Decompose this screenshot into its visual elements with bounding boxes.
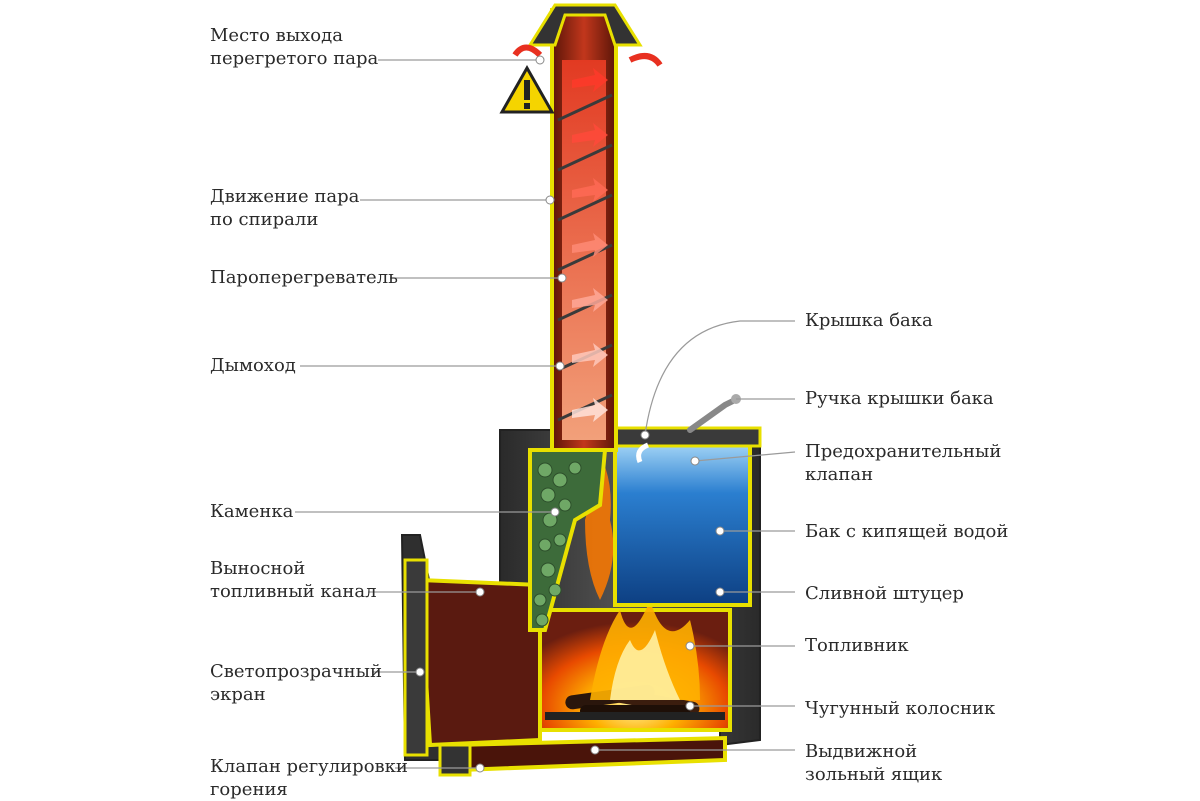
label-tank-lid: Крышка бака xyxy=(805,310,933,331)
boiling-water-tank xyxy=(613,443,752,607)
label-fuel-channel: Выносной топливный канал xyxy=(210,558,377,602)
label-transparent-screen: Светопрозрачный экран xyxy=(210,661,383,705)
stones xyxy=(533,461,582,627)
fuel-channel-inner xyxy=(417,577,542,748)
tank-lid xyxy=(608,426,762,448)
transparent-screen xyxy=(403,558,429,757)
flames xyxy=(585,440,700,700)
leader-dots xyxy=(415,55,725,773)
label-spiral-steam: Движение пара по спирали xyxy=(210,186,360,230)
leader-lines xyxy=(295,59,796,769)
label-drain-fitting: Сливной штуцер xyxy=(805,583,964,604)
label-combustion-valve: Клапан регулировки горения xyxy=(210,756,408,800)
warning-icon xyxy=(499,64,555,114)
steam-exit-arrow-left xyxy=(512,44,543,58)
label-ash-drawer: Выдвижной зольный ящик xyxy=(805,741,943,785)
label-lid-handle: Ручка крышки бака xyxy=(805,388,994,409)
cast-iron-grate xyxy=(545,712,725,720)
chimney-cap xyxy=(527,3,643,47)
label-stone-heater: Каменка xyxy=(210,501,294,522)
label-steam-exit: Место выхода перегретого пара xyxy=(210,25,379,69)
label-water-tank: Бак с кипящей водой xyxy=(805,521,1009,542)
safety-valve-arrow xyxy=(636,442,650,463)
label-superheater: Пароперегреватель xyxy=(210,267,398,288)
label-safety-valve: Предохранительный клапан xyxy=(805,441,1002,485)
label-firebox: Топливник xyxy=(805,635,909,656)
label-chimney: Дымоход xyxy=(210,355,296,376)
label-grate: Чугунный колосник xyxy=(805,698,996,719)
ash-drawer xyxy=(452,735,727,773)
steam-exit-arrow-right xyxy=(628,53,663,67)
steam-arrows xyxy=(572,68,608,422)
tank-lid-handle xyxy=(687,397,738,433)
